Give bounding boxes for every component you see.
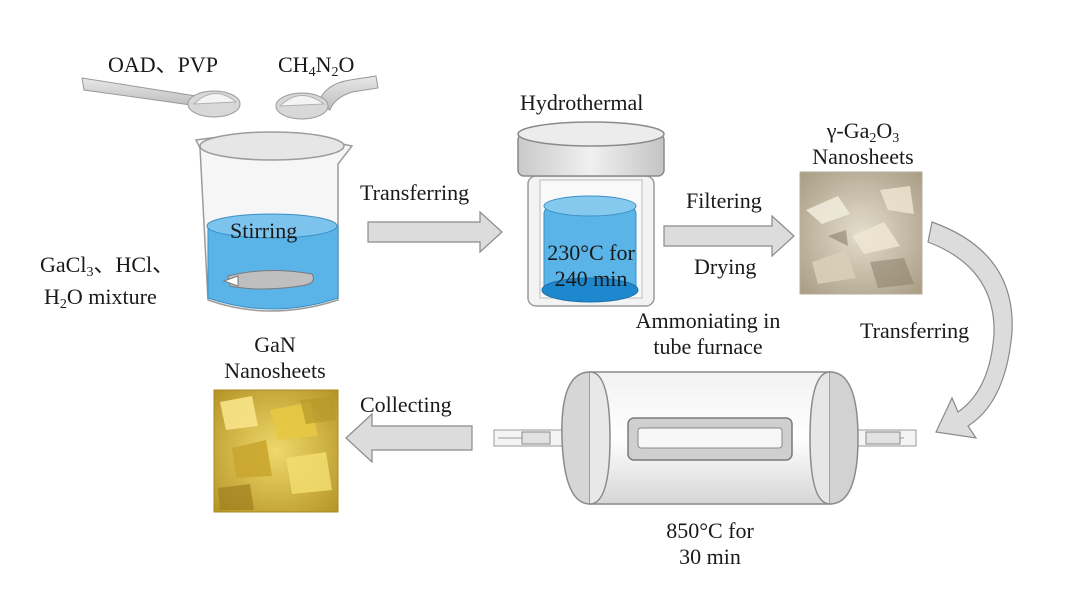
gan-sample-image <box>213 389 339 513</box>
product-label-ga2o3: γ-Ga2O3 Nanosheets <box>812 118 914 169</box>
tube-furnace-icon <box>493 371 917 505</box>
autoclave-icon <box>517 121 665 307</box>
spoon-right-icon <box>275 75 379 120</box>
arrow-transferring-curve <box>927 221 1013 439</box>
arrow-transferring-1 <box>367 210 503 254</box>
step-label-filtering: Filtering <box>686 188 762 213</box>
step-label-hydrothermal: Hydrothermal <box>520 90 644 115</box>
reagent-label-gacl3: GaCl3、HCl、 <box>40 252 175 280</box>
spoon-left-icon <box>81 77 241 118</box>
step-label-collecting: Collecting <box>360 392 452 417</box>
step-label-stirring: Stirring <box>230 218 298 243</box>
step-label-transferring-1: Transferring <box>360 180 470 205</box>
step-label-drying: Drying <box>694 254 757 279</box>
arrow-filtering-drying <box>663 214 795 258</box>
step-label-transferring-2: Transferring <box>860 318 970 343</box>
reagent-label-h2o: H2O mixture <box>44 284 157 312</box>
reagent-label-oad-pvp: OAD、PVP <box>108 52 219 77</box>
ga2o3-sample-image <box>799 171 923 295</box>
beaker-icon <box>194 131 354 312</box>
reagent-label-urea: CH4N2O <box>278 52 355 80</box>
arrow-collecting <box>345 412 473 464</box>
